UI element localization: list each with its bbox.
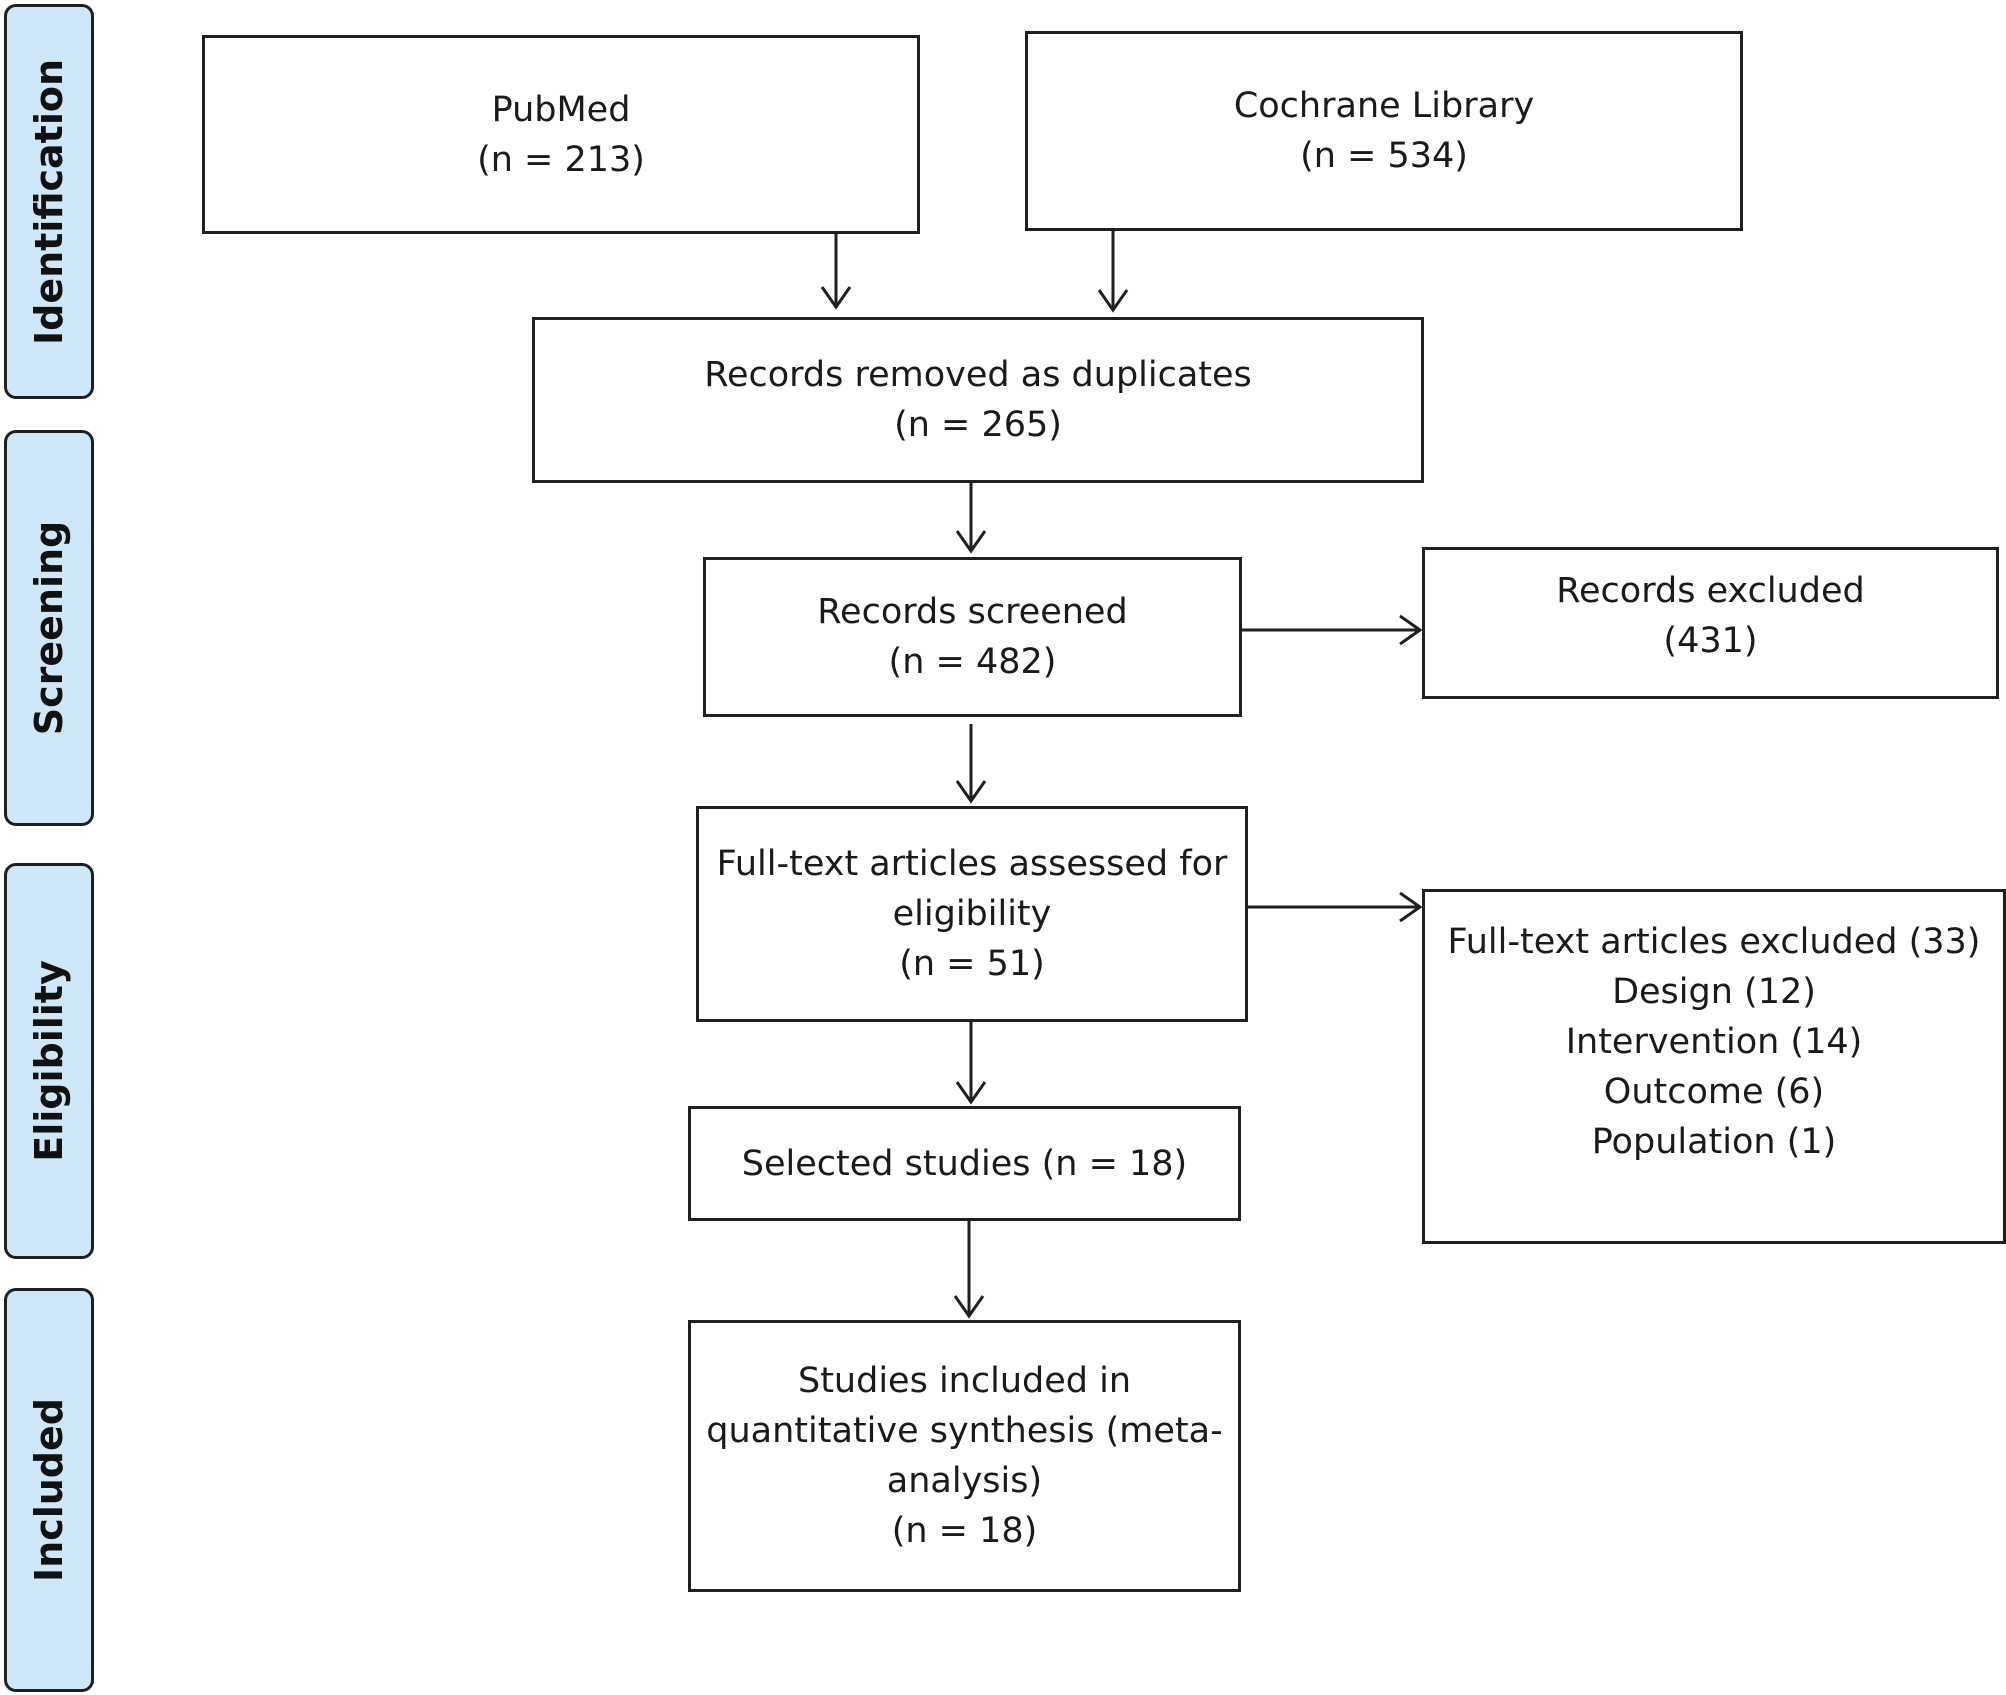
phase-identification: Identification bbox=[4, 4, 94, 399]
screened-box: Records screened (n = 482) bbox=[703, 557, 1242, 717]
selected-box: Selected studies (n = 18) bbox=[688, 1106, 1241, 1221]
phase-screening: Screening bbox=[4, 430, 94, 826]
included-box: Studies included in quantitative synthes… bbox=[688, 1320, 1241, 1592]
screened-label: Records screened bbox=[817, 592, 1128, 632]
fulltext-excluded-total: Full-text articles excluded (33) bbox=[1447, 921, 1981, 962]
pubmed-box-text: PubMed (n = 213) bbox=[477, 85, 645, 185]
included-line-1: Studies included in bbox=[797, 1361, 1131, 1401]
included-box-text: Studies included in quantitative synthes… bbox=[706, 1356, 1222, 1556]
fulltext-excluded-box: Full-text articles excluded (33) Design … bbox=[1422, 889, 2006, 1244]
screened-count: (n = 482) bbox=[888, 642, 1057, 682]
arrow-duplicates-to-screened bbox=[955, 483, 987, 554]
excluded-count: (431) bbox=[1663, 621, 1758, 661]
cochrane-label: Cochrane Library bbox=[1233, 86, 1535, 126]
cochrane-box: Cochrane Library (n = 534) bbox=[1025, 31, 1743, 231]
fulltext-box-text: Full-text articles assessed for eligibil… bbox=[717, 839, 1228, 989]
duplicates-label: Records removed as duplicates bbox=[704, 355, 1252, 395]
duplicates-box: Records removed as duplicates (n = 265) bbox=[532, 317, 1424, 483]
phase-included: Included bbox=[4, 1288, 94, 1692]
excluded-label: Records excluded bbox=[1556, 571, 1865, 611]
arrow-selected-to-included bbox=[953, 1221, 985, 1319]
fulltext-excluded-box-text: Full-text articles excluded (33) Design … bbox=[1448, 917, 1981, 1167]
cochrane-box-text: Cochrane Library (n = 534) bbox=[1234, 81, 1534, 181]
excluded-box: Records excluded (431) bbox=[1422, 547, 1999, 699]
screened-box-text: Records screened (n = 482) bbox=[817, 587, 1127, 687]
fulltext-count: (n = 51) bbox=[899, 944, 1045, 984]
fulltext-excluded-population: Population (1) bbox=[1591, 1121, 1837, 1162]
cochrane-count: (n = 534) bbox=[1300, 136, 1468, 176]
selected-box-text: Selected studies (n = 18) bbox=[742, 1139, 1187, 1189]
fulltext-excluded-outcome: Outcome (6) bbox=[1603, 1071, 1825, 1112]
included-line-3: analysis) bbox=[886, 1461, 1043, 1501]
included-count: (n = 18) bbox=[891, 1511, 1038, 1551]
arrow-fulltext-to-selected bbox=[955, 1022, 987, 1105]
phase-eligibility: Eligibility bbox=[4, 863, 94, 1259]
pubmed-label: PubMed bbox=[491, 89, 631, 130]
arrow-fulltext-to-excluded bbox=[1248, 891, 1423, 923]
excluded-box-text: Records excluded (431) bbox=[1556, 566, 1864, 666]
arrow-cochrane-to-duplicates bbox=[1097, 231, 1129, 313]
included-line-2: quantitative synthesis (meta- bbox=[706, 1411, 1223, 1451]
arrow-pubmed-to-duplicates bbox=[820, 234, 852, 310]
fulltext-line-2: eligibility bbox=[892, 894, 1052, 934]
fulltext-box: Full-text articles assessed for eligibil… bbox=[696, 806, 1248, 1022]
fulltext-excluded-intervention: Intervention (14) bbox=[1565, 1021, 1863, 1062]
fulltext-line-1: Full-text articles assessed for bbox=[716, 844, 1228, 884]
arrow-screened-to-excluded bbox=[1242, 614, 1423, 646]
pubmed-count: (n = 213) bbox=[477, 139, 645, 180]
arrow-screened-to-fulltext bbox=[955, 724, 987, 804]
duplicates-count: (n = 265) bbox=[894, 405, 1062, 445]
selected-label: Selected studies (n = 18) bbox=[741, 1143, 1188, 1184]
pubmed-box: PubMed (n = 213) bbox=[202, 35, 920, 234]
duplicates-box-text: Records removed as duplicates (n = 265) bbox=[704, 350, 1252, 450]
fulltext-excluded-design: Design (12) bbox=[1612, 971, 1816, 1012]
